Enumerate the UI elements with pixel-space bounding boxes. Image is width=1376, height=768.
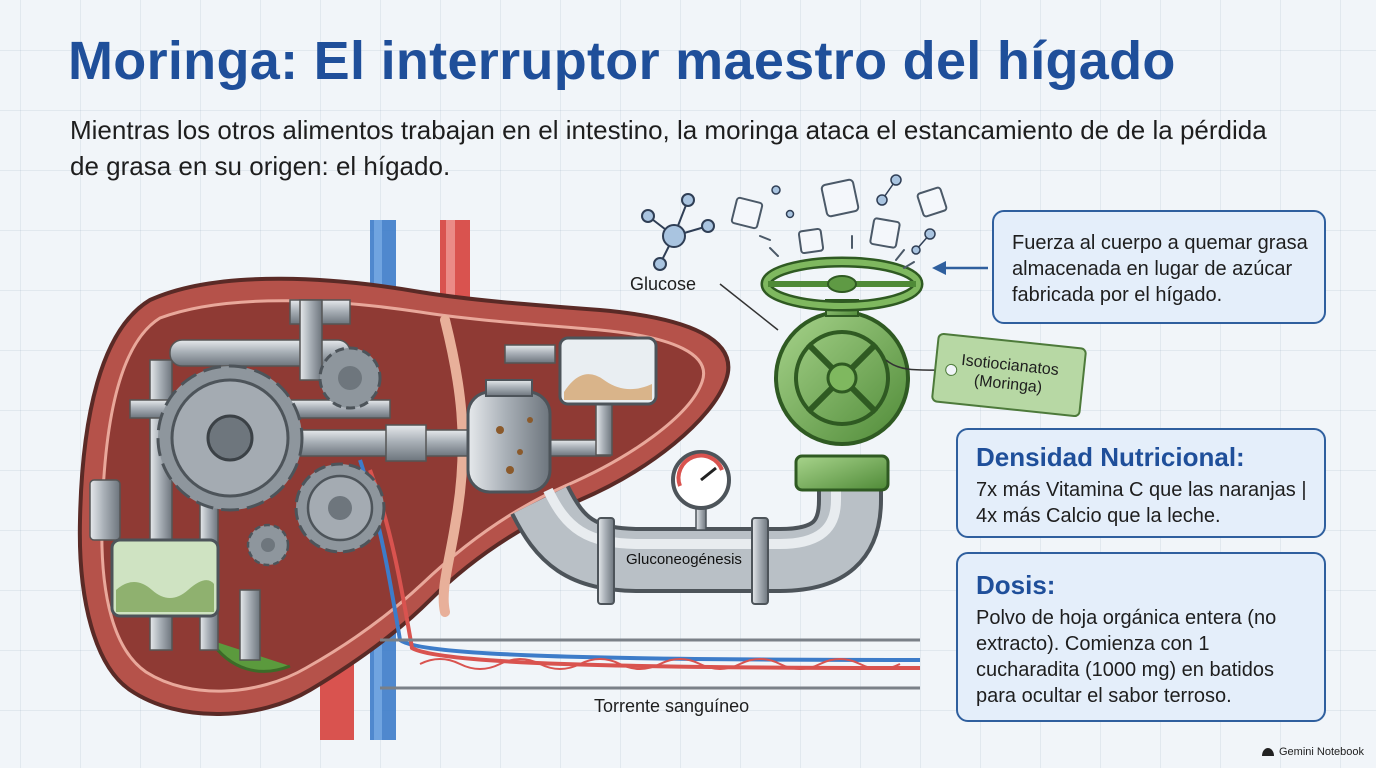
callout-arrow [932, 261, 988, 275]
callout-text: Fuerza al cuerpo a quemar grasa almacena… [1012, 232, 1308, 306]
glucose-label: Glucose [630, 274, 697, 294]
density-box: Densidad Nutricional: 7x más Vitamina C … [956, 428, 1326, 538]
page-subtitle: Mientras los otros alimentos trabajan en… [70, 115, 1267, 181]
density-text: 7x más Vitamina C que las naranjas | 4x … [976, 479, 1307, 527]
motion-lines [759, 235, 915, 269]
valve-wheel-icon [760, 256, 924, 312]
density-heading: Densidad Nutricional: [976, 442, 1245, 472]
gear-icon [246, 523, 290, 567]
pressure-gauge-icon [671, 450, 731, 531]
storage-tanks [110, 336, 658, 618]
glucose-pointer [719, 283, 779, 331]
central-tank [466, 379, 552, 494]
brand-logo-icon [1262, 748, 1274, 756]
dose-heading: Dosis: [976, 570, 1056, 600]
bloodstream-label: Torrente sanguíneo [594, 696, 750, 716]
page-title: Moringa: El interruptor maestro del híga… [68, 31, 1176, 91]
dose-text: Polvo de hoja orgánica entera (no extrac… [976, 607, 1277, 707]
callout-box: Fuerza al cuerpo a quemar grasa almacena… [992, 210, 1326, 324]
sugar-cube-icon [730, 178, 948, 255]
brand-watermark: Gemini Notebook [1261, 746, 1364, 758]
dose-box: Dosis: Polvo de hoja orgánica entera (no… [956, 552, 1326, 722]
brand-name: Gemini Notebook [1279, 746, 1364, 758]
gear-icon [294, 462, 386, 554]
gear-icon [156, 364, 304, 512]
main-pipe [510, 470, 883, 605]
gear-icon [318, 346, 382, 410]
valve-body [774, 299, 910, 492]
gluconeogenesis-label: Gluconeogénesis [626, 551, 742, 568]
molecule-icon [771, 174, 936, 255]
bloodstream-lines [358, 459, 921, 690]
molecule-icon [641, 193, 715, 271]
